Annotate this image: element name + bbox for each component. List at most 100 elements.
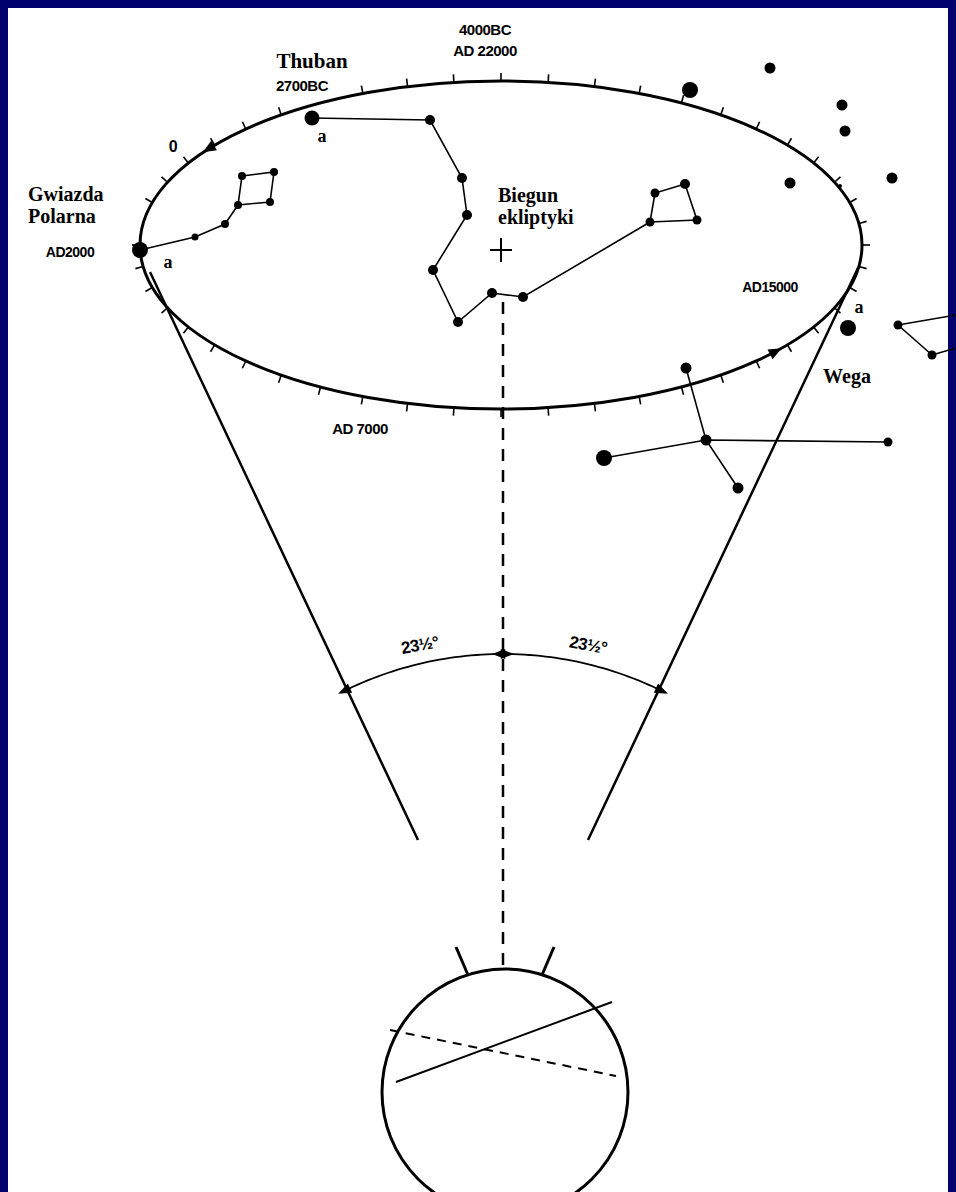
direction-arrow — [203, 141, 217, 153]
cone-line — [150, 272, 418, 840]
year-tick — [211, 345, 215, 352]
year-tick — [242, 122, 245, 129]
star-name: Gwiazda Polarna — [28, 183, 140, 227]
star — [457, 173, 467, 183]
star — [928, 351, 937, 360]
year-tick — [279, 107, 282, 115]
constellation-line — [312, 118, 650, 322]
star — [596, 450, 612, 466]
year-tick — [547, 408, 549, 416]
star — [840, 320, 856, 336]
star — [682, 82, 698, 98]
star-letter: a — [855, 298, 864, 318]
year-tick — [183, 327, 188, 333]
star — [192, 234, 199, 241]
year-tick — [547, 74, 549, 82]
star — [680, 179, 690, 189]
epoch-label: AD 7000 — [332, 421, 388, 438]
angle-arrow — [492, 649, 505, 659]
pole-label: Biegun ekliptyki — [498, 184, 598, 228]
star — [693, 216, 702, 225]
star-name: Wega — [823, 365, 871, 387]
year-tick — [682, 95, 684, 103]
star — [840, 126, 851, 137]
precession-circle — [140, 81, 862, 409]
star — [487, 288, 497, 298]
angle-arrow — [338, 684, 352, 694]
epoch-label: AD15000 — [742, 280, 798, 295]
star — [428, 265, 438, 275]
constellation-line — [686, 368, 738, 488]
ground — [8, 8, 948, 1192]
star — [518, 292, 528, 302]
year-tick — [406, 79, 409, 87]
star — [646, 218, 655, 227]
year-tick — [756, 122, 759, 129]
angle-label: 23½° — [400, 634, 441, 659]
star — [837, 100, 848, 111]
star — [838, 184, 842, 188]
year-tick — [639, 86, 640, 94]
year-tick — [814, 327, 819, 333]
year-tick — [859, 221, 867, 223]
star — [266, 198, 274, 206]
star-letter: a — [318, 127, 327, 147]
year-tick — [183, 157, 188, 163]
star — [425, 115, 435, 125]
equator-line — [396, 1002, 612, 1082]
star — [884, 438, 893, 447]
year-tick — [279, 375, 282, 383]
epoch-label: AD 22000 — [453, 43, 517, 60]
year-tick — [361, 397, 362, 405]
year-tick — [162, 308, 168, 313]
angle-arc — [348, 654, 503, 689]
angle-arrow — [654, 684, 668, 694]
star — [785, 178, 796, 189]
star-letter: a — [164, 253, 173, 273]
year-tick — [594, 79, 597, 87]
star — [651, 189, 660, 198]
star — [305, 111, 320, 126]
star — [270, 168, 278, 176]
year-tick — [406, 403, 409, 411]
angle-arc — [503, 654, 658, 689]
star — [453, 317, 463, 327]
year-tick — [721, 375, 724, 383]
year-tick — [756, 361, 759, 368]
year-tick — [639, 397, 640, 405]
year-tick — [862, 244, 870, 246]
year-tick — [318, 387, 320, 395]
year-tick — [162, 177, 168, 182]
star — [234, 201, 242, 209]
year-tick — [242, 361, 245, 368]
constellation-line — [898, 325, 932, 355]
cone-line — [588, 268, 858, 840]
constellation-line — [140, 172, 274, 250]
star — [132, 242, 148, 258]
star — [462, 210, 472, 220]
star — [894, 321, 903, 330]
earth — [382, 969, 628, 1192]
year-tick — [787, 138, 791, 145]
ecliptic-line — [390, 1030, 616, 1076]
year-tick — [145, 198, 152, 202]
axis-mark — [542, 947, 554, 975]
year-tick — [453, 408, 455, 416]
year-tick — [500, 73, 502, 81]
epoch-label: 4000BC — [459, 22, 511, 39]
year-tick — [682, 387, 684, 395]
year-tick — [145, 287, 152, 291]
year-tick — [850, 198, 857, 202]
star — [238, 172, 246, 180]
constellation-line — [650, 184, 697, 222]
year-tick — [361, 86, 362, 94]
pole-cross — [490, 238, 512, 262]
epoch-label: AD2000 — [46, 245, 94, 260]
year-tick — [850, 287, 857, 291]
axis-mark — [456, 947, 468, 975]
year-tick — [835, 308, 841, 313]
star — [221, 220, 229, 228]
